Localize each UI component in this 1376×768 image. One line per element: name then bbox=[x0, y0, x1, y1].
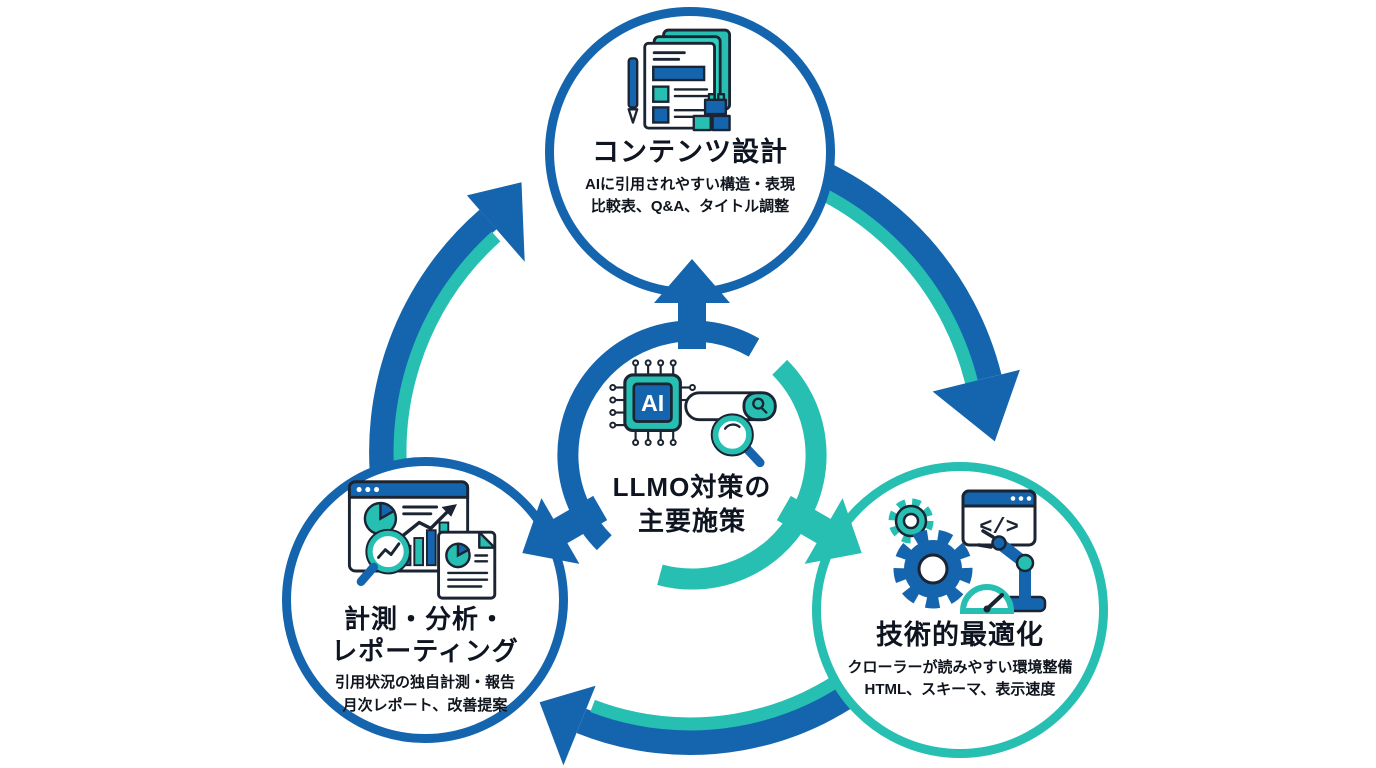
code-window-icon: </> bbox=[961, 489, 1037, 547]
content-design-icon bbox=[627, 28, 732, 132]
measurement-title-line1: 計測・分析・ bbox=[343, 604, 506, 634]
analytics-dashboard-icon bbox=[347, 480, 497, 600]
technical-desc: クローラーが読みやすい環境整備 HTML、スキーマ、表示速度 bbox=[847, 657, 1072, 702]
hub-llmo-measures: AI LLMO対策の 主要施策 bbox=[580, 343, 804, 567]
hub-title-line1: LLMO対策の bbox=[612, 472, 772, 502]
technical-desc-line1: クローラーが読みやすい環境整備 bbox=[847, 658, 1073, 676]
small-gear-icon bbox=[888, 498, 934, 544]
node-technical-optimization: </> 技術的最適化 bbox=[812, 462, 1108, 758]
chip-label: AI bbox=[641, 390, 664, 416]
arc-left-to-top-inner bbox=[393, 231, 501, 489]
large-gear-icon bbox=[893, 529, 973, 609]
measurement-title: 計測・分析・ レポーティング bbox=[331, 604, 518, 667]
chip-pins bbox=[615, 365, 691, 441]
measurement-title-line2: レポーティング bbox=[331, 635, 519, 666]
ai-chip-search-icon: AI bbox=[609, 359, 777, 468]
magnifying-glass-icon bbox=[710, 413, 765, 468]
content-design-title: コンテンツ設計 bbox=[592, 137, 788, 167]
node-content-design: コンテンツ設計 AIに引用されやすい構造・表現 比較表、Q&A、タイトル調整 bbox=[545, 7, 835, 297]
measurement-desc-line1: 引用状況の独自計測・報告 bbox=[334, 674, 515, 692]
arc-top-to-right-inner bbox=[791, 175, 979, 389]
arrowhead-to-tech bbox=[932, 369, 1020, 442]
magnifier-icon bbox=[356, 528, 411, 587]
measurement-desc-line2: 月次レポート、改善提案 bbox=[342, 696, 508, 714]
technical-desc-line2: HTML、スキーマ、表示速度 bbox=[864, 681, 1056, 699]
technical-optimization-icon: </> bbox=[888, 489, 1047, 614]
measurement-desc: 引用状況の独自計測・報告 月次レポート、改善提案 bbox=[335, 672, 515, 717]
content-design-desc: AIに引用されやすい構造・表現 比較表、Q&A、タイトル調整 bbox=[585, 174, 795, 219]
content-design-desc-line2: 比較表、Q&A、タイトル調整 bbox=[590, 198, 790, 216]
chip-pin-dots bbox=[609, 359, 696, 447]
hub-title-line2: 主要施策 bbox=[637, 505, 746, 536]
node-measurement-reporting: 計測・分析・ レポーティング 引用状況の独自計測・報告 月次レポート、改善提案 bbox=[282, 457, 568, 743]
blocks-icon bbox=[692, 93, 731, 132]
technical-title: 技術的最適化 bbox=[876, 620, 1044, 650]
gauge-icon bbox=[959, 584, 1015, 614]
pen-icon bbox=[627, 57, 639, 124]
hub-title: LLMO対策の 主要施策 bbox=[613, 471, 772, 539]
arc-left-to-top-outer bbox=[369, 209, 497, 497]
arrowhead-to-content bbox=[466, 182, 525, 262]
content-design-desc-line1: AIに引用されやすい構造・表現 bbox=[584, 175, 795, 193]
report-doc-icon bbox=[437, 530, 497, 600]
robot-arm-icon bbox=[977, 529, 1047, 613]
arrowhead-to-measure bbox=[539, 685, 596, 766]
